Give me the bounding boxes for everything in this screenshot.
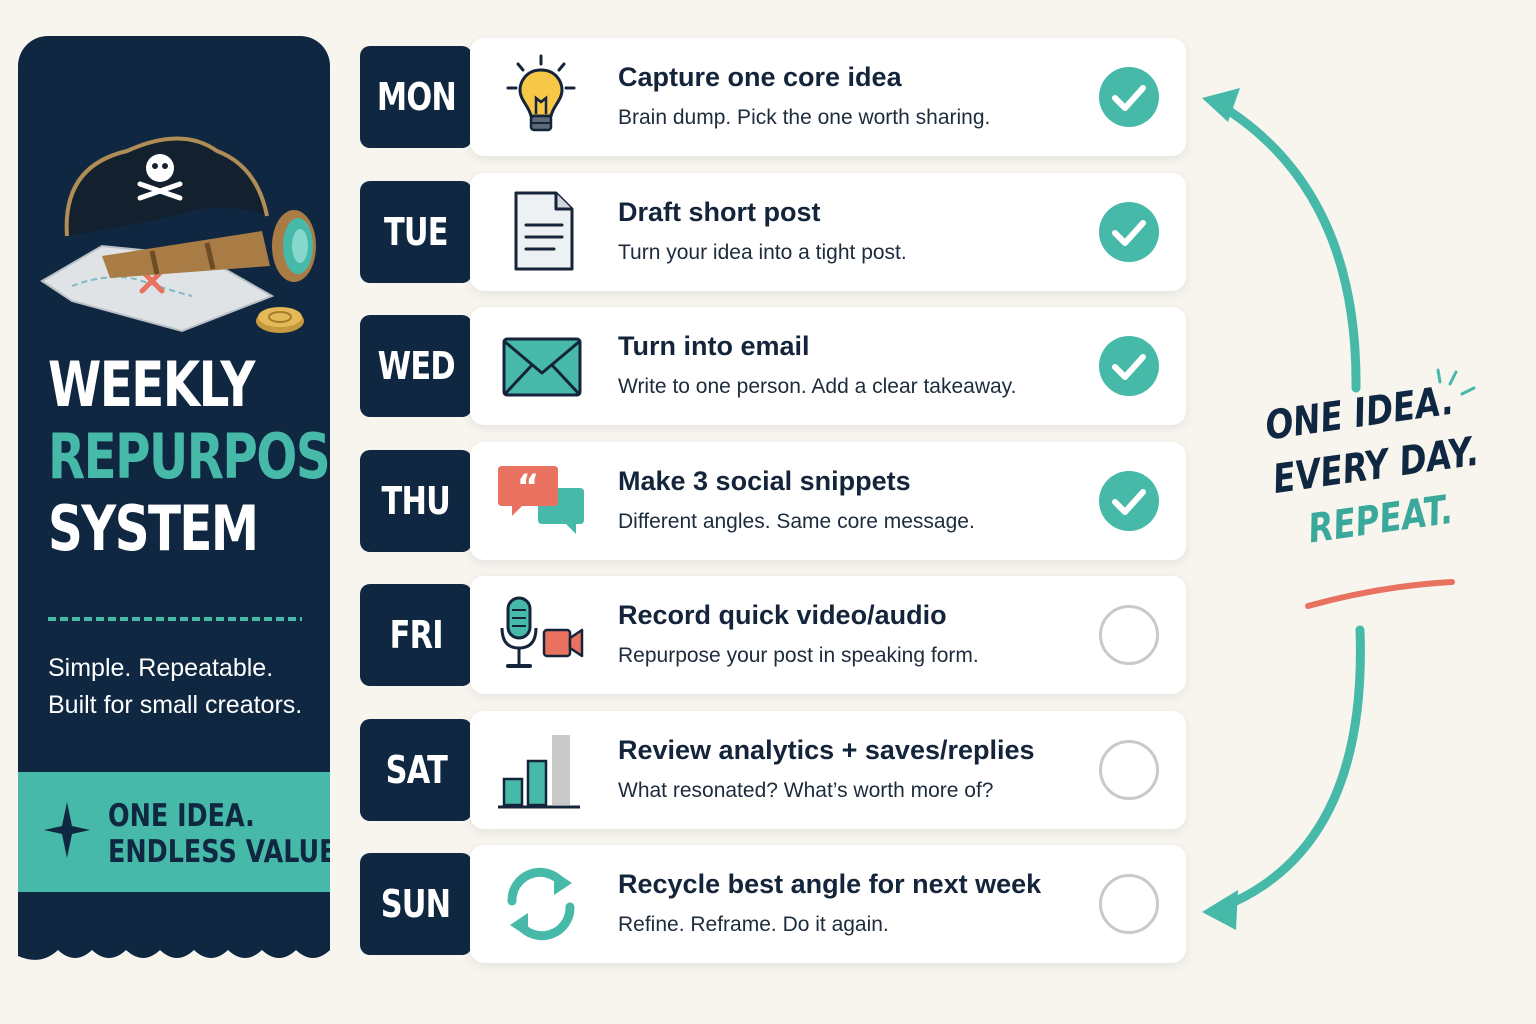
checkmark-done-icon[interactable] — [1098, 201, 1160, 263]
day-row-sat: SAT Review analytics + saves/replies Wha… — [360, 710, 1188, 829]
spyglass-icon — [102, 210, 316, 282]
task-title: Review analytics + saves/replies — [618, 734, 1035, 765]
checkmark-done-icon[interactable] — [1098, 66, 1160, 128]
coin-icon — [256, 307, 304, 333]
repeat-loop-arrows — [1202, 88, 1476, 930]
checkmark-empty-icon[interactable] — [1098, 873, 1160, 935]
day-label: WED — [360, 315, 472, 417]
compass-star-icon — [44, 802, 90, 858]
day-row-fri: FRI Record quick video/audio Repurpose y… — [360, 576, 1188, 694]
underline-stroke — [1305, 579, 1455, 609]
title-line-2: REPURPOSING — [48, 420, 330, 493]
arrow-up-icon — [1202, 88, 1240, 122]
task-title: Record quick video/audio — [618, 600, 947, 630]
checkmark-done-icon[interactable] — [1098, 470, 1160, 532]
motto-banner: ONE IDEA. ENDLESS VALUE. — [18, 772, 330, 892]
task-description: Refine. Reframe. Do it again. — [618, 913, 889, 936]
chat-bubbles-icon: “ — [498, 465, 584, 534]
task-card: “ Make 3 social snippets Different angle… — [470, 441, 1186, 560]
day-label: SAT — [360, 718, 472, 821]
task-title: Recycle best angle for next week — [618, 869, 1042, 899]
sidebar-panel: WEEKLY REPURPOSING SYSTEM Simple. Repeat… — [18, 36, 330, 966]
day-label: FRI — [360, 584, 472, 686]
envelope-icon — [502, 337, 582, 397]
task-card: Recycle best angle for next week Refine.… — [470, 845, 1186, 963]
checkmark-done-icon[interactable] — [1098, 335, 1160, 397]
day-label: TUE — [360, 180, 472, 283]
svg-text:“: “ — [517, 467, 539, 507]
day-row-mon: MON Capture one core idea Brain dump. Pi… — [360, 38, 1188, 156]
microphone-camera-icon — [500, 596, 584, 668]
pirate-hat-icon — [64, 136, 269, 237]
motto-line-2: ENDLESS VALUE. — [108, 834, 330, 870]
day-label: SUN — [360, 853, 472, 955]
sparkle-icon — [1436, 368, 1476, 396]
task-description: Turn your idea into a tight post. — [618, 240, 907, 264]
checkmark-empty-icon[interactable] — [1098, 604, 1160, 666]
task-card: Draft short post Turn your idea into a t… — [470, 172, 1186, 291]
arrow-down-icon — [1202, 890, 1238, 930]
task-description: Brain dump. Pick the one worth sharing. — [618, 106, 991, 129]
document-icon — [514, 191, 574, 270]
refresh-icon — [507, 867, 575, 941]
weekly-schedule: MON Capture one core idea Brain dump. Pi… — [360, 38, 1188, 980]
day-label: MON — [360, 46, 472, 148]
dashed-divider — [48, 617, 302, 621]
scalloped-edge — [18, 926, 330, 966]
tagline: Simple. Repeatable. Built for small crea… — [48, 654, 303, 719]
motto-line-1: ONE IDEA. — [108, 798, 255, 834]
task-description: Different angles. Same core message. — [618, 509, 975, 533]
task-card: Capture one core idea Brain dump. Pick t… — [470, 38, 1186, 156]
day-row-sun: SUN Recycle best angle for next week Ref… — [360, 845, 1188, 963]
task-title: Capture one core idea — [618, 62, 902, 92]
task-title: Make 3 social snippets — [618, 465, 911, 496]
task-description: What resonated? What’s worth more of? — [618, 778, 994, 802]
bar-chart-icon — [498, 734, 580, 808]
task-card: Turn into email Write to one person. Add… — [470, 307, 1186, 425]
page-title: WEEKLY REPURPOSING SYSTEM — [48, 354, 330, 570]
task-description: Repurpose your post in speaking form. — [618, 644, 979, 667]
pirate-illustration — [40, 136, 316, 333]
day-row-tue: TUE Draft short post Turn your idea into… — [360, 172, 1188, 291]
task-card: Record quick video/audio Repurpose your … — [470, 576, 1186, 694]
title-line-1: WEEKLY — [48, 348, 255, 421]
task-description: Write to one person. Add a clear takeawa… — [618, 375, 1017, 398]
task-card: Review analytics + saves/replies What re… — [470, 710, 1186, 829]
day-row-wed: WED Turn into email Write to one person.… — [360, 307, 1188, 425]
checkmark-empty-icon[interactable] — [1098, 739, 1160, 801]
task-title: Draft short post — [618, 196, 821, 227]
day-label: THU — [360, 449, 472, 552]
lightbulb-icon — [506, 54, 576, 132]
task-title: Turn into email — [618, 331, 810, 361]
title-line-3: SYSTEM — [48, 492, 259, 565]
day-row-thu: THU “ Make 3 social snippets Different a… — [360, 441, 1188, 560]
